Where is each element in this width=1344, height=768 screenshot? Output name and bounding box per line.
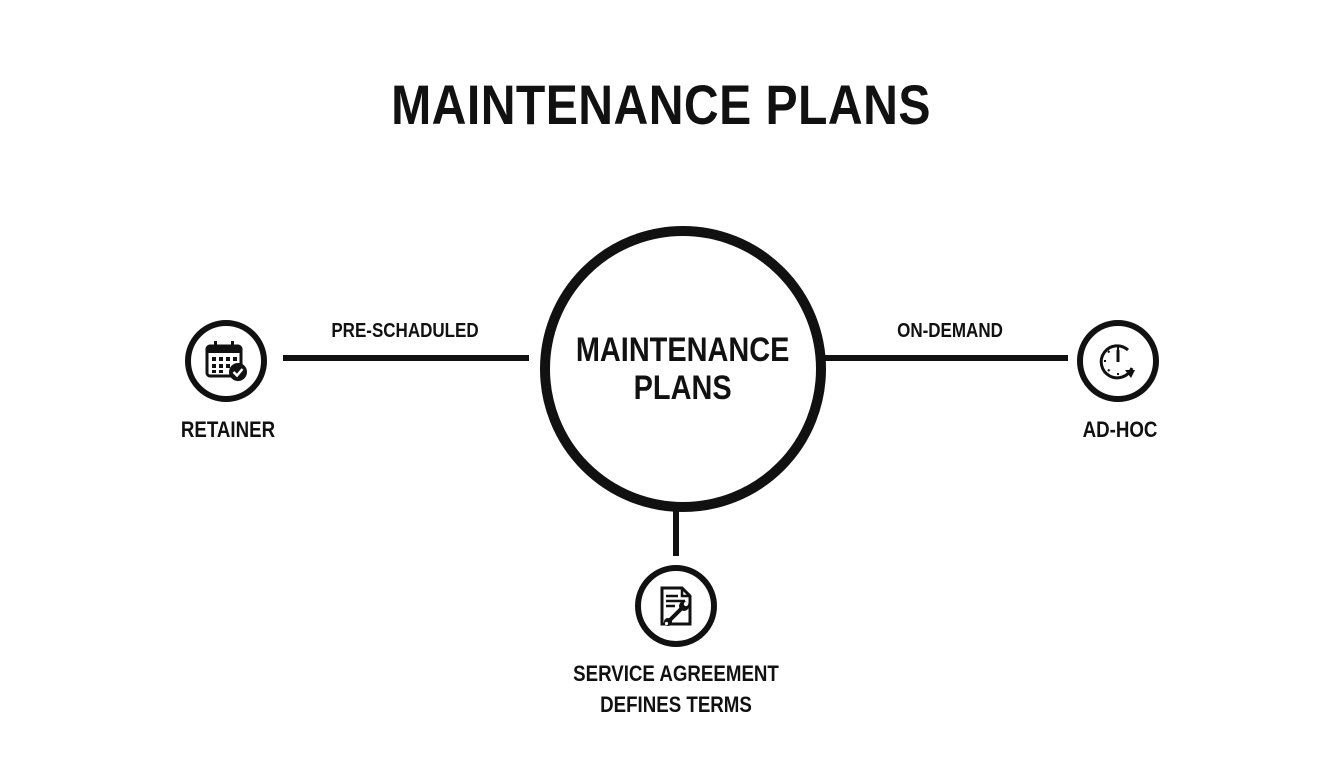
- page-title: MAINTENANCE PLANS: [391, 73, 931, 136]
- service-agreement-label-line2: DEFINES TERMS: [600, 692, 752, 717]
- bottom-connector: [673, 504, 679, 556]
- left-connector: [283, 355, 529, 361]
- right-connector: [822, 355, 1068, 361]
- center-node-line2: PLANS: [634, 369, 732, 407]
- retainer-label: RETAINER: [180, 417, 276, 442]
- stopwatch-icon: [1099, 344, 1135, 380]
- center-node: MAINTENANCE PLANS: [540, 226, 826, 512]
- service-agreement-node: [635, 565, 717, 647]
- document-wrench-icon: [660, 586, 692, 626]
- ad-hoc-node: [1077, 320, 1159, 402]
- edge-label-on-demand: ON-DEMAND: [897, 320, 1003, 342]
- service-agreement-label-line1: SERVICE AGREEMENT: [573, 661, 779, 686]
- edge-label-pre-scheduled: PRE-SCHADULED: [331, 320, 479, 342]
- retainer-node: [185, 320, 267, 402]
- ad-hoc-label: AD-HOC: [1082, 417, 1158, 442]
- center-node-line1: MAINTENANCE: [576, 331, 790, 369]
- calendar-check-icon: [205, 341, 247, 381]
